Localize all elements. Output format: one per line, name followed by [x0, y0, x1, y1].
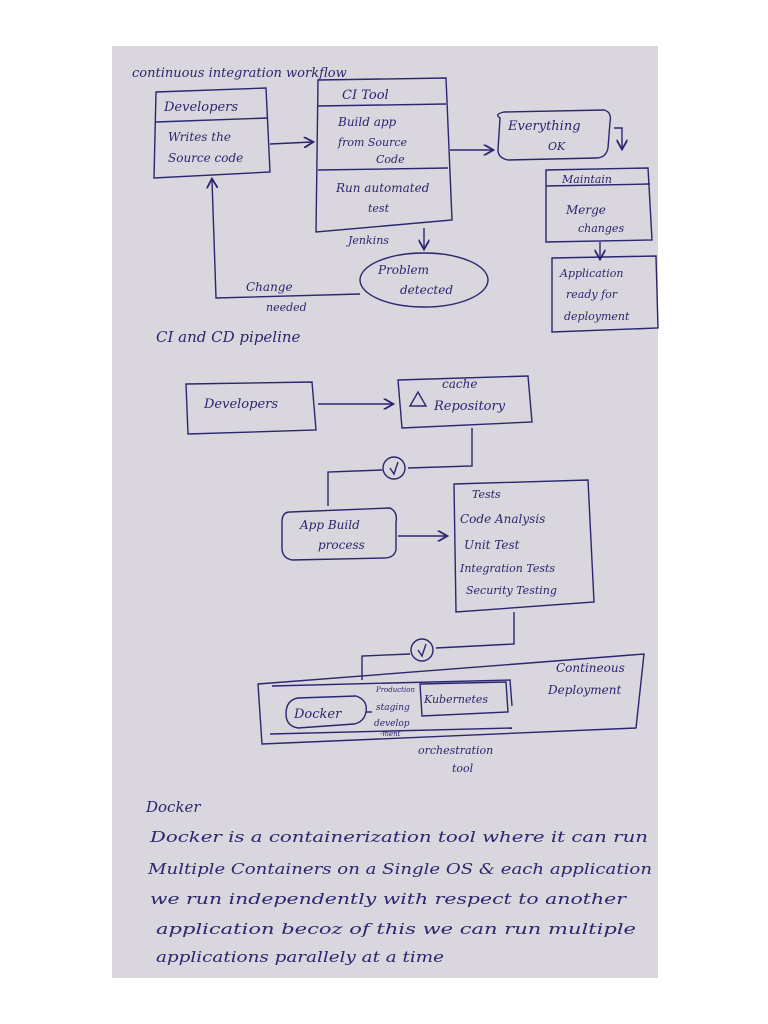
everything-ok-line2: OK: [548, 140, 566, 153]
deployment-inner-frame: [271, 679, 513, 707]
application-ready-box: Application ready for deployment: [551, 255, 659, 333]
connector-to-deployment: [361, 653, 411, 680]
tests-item-code-analysis: Code Analysis: [460, 512, 545, 526]
app-build-box: App Build process: [281, 507, 398, 561]
stages-list: Production staging develop -ment: [374, 686, 415, 738]
ci-build-line2: from Source: [337, 136, 408, 149]
orchestration-line1: orchestration: [418, 744, 493, 757]
deployment-baseline: [269, 727, 513, 735]
problem-detected-node: Problem detected: [359, 252, 489, 308]
docker-heading: Docker: [145, 798, 201, 816]
change-line2: needed: [266, 301, 307, 314]
app-build-line1: App Build: [299, 518, 360, 532]
merge-box: Maintain Merge changes: [545, 167, 653, 243]
checkpoint-circle-2: [410, 638, 434, 662]
arrow-problem-to-developers: [212, 180, 361, 299]
tests-item-security: Security Testing: [466, 584, 557, 597]
pipeline-title: CI and CD pipeline: [156, 328, 301, 346]
workflow-title: continuous integration workflow: [132, 66, 347, 81]
check-icon: [389, 461, 399, 476]
ready-line1: Application: [559, 267, 623, 280]
docker-node: Docker: [285, 695, 367, 729]
check-icon: [417, 643, 427, 658]
pipeline-developers-label: Developers: [203, 397, 278, 412]
connector-tests-to-merge: [435, 612, 515, 649]
ci-tool-box: CI Tool Build app from Source Code Run a…: [315, 77, 453, 233]
ci-test-line1: Run automated: [335, 181, 430, 195]
arrow-ok-to-maintain: [614, 127, 622, 148]
tests-item-integration: Integration Tests: [459, 562, 555, 575]
orchestration-line2: tool: [452, 762, 474, 775]
tests-box: Tests Code Analysis Unit Test Integratio…: [453, 479, 595, 613]
connector-repo-to-merge: [407, 428, 473, 469]
docker-note-line-2: Multiple Containers on a Single OS & eac…: [147, 860, 652, 878]
arrow-dev-to-ci: [269, 142, 312, 144]
developers-box-line1: Writes the: [168, 130, 231, 144]
stage-staging: staging: [376, 703, 410, 713]
cache-line1: cache: [442, 377, 477, 391]
cd-line2: Deployment: [547, 683, 621, 697]
problem-line2: detected: [400, 283, 453, 297]
docker-label: Docker: [293, 707, 342, 722]
stage-develop-suffix: -ment: [380, 730, 401, 738]
everything-ok-box: Everything OK: [497, 109, 612, 161]
docker-note-line-4: application becoz of this we can run mul…: [156, 920, 636, 938]
tests-heading: Tests: [472, 488, 501, 501]
ci-test-line2: test: [368, 202, 390, 215]
deployment-outer-box: [257, 653, 645, 745]
stage-production: Production: [375, 686, 415, 694]
cache-line2: Repository: [433, 399, 506, 414]
ready-line3: deployment: [564, 310, 630, 323]
jenkins-label: Jenkins: [346, 234, 389, 247]
developers-box: Developers Writes the Source code: [153, 87, 271, 179]
change-line1: Change: [246, 280, 293, 294]
notebook-page: [112, 46, 658, 978]
cd-line1: Contineous: [556, 661, 625, 675]
kubernetes-label: Kubernetes: [423, 693, 488, 706]
cache-repository-box: cache Repository: [397, 375, 533, 429]
ci-tool-title: CI Tool: [342, 88, 389, 103]
tests-item-unit-test: Unit Test: [464, 538, 520, 552]
merge-line2: changes: [578, 222, 624, 235]
stage-develop: develop: [374, 719, 410, 729]
docker-note-line-5: applications parallely at a time: [156, 948, 444, 966]
ci-build-line1: Build app: [337, 115, 397, 129]
everything-ok-line1: Everything: [507, 119, 581, 134]
developers-box-title: Developers: [163, 100, 238, 115]
ready-line2: ready for: [566, 288, 618, 301]
docker-note-line-3: we run independently with respect to ano…: [150, 890, 627, 908]
kubernetes-box: Kubernetes: [419, 681, 509, 717]
problem-line1: Problem: [377, 263, 429, 277]
docker-note-line-1: Docker is a containerization tool where …: [149, 828, 648, 846]
pipeline-developers-box: Developers: [185, 381, 317, 435]
checkpoint-circle-1: [382, 456, 406, 480]
app-build-line2: process: [318, 538, 365, 552]
developers-box-line2: Source code: [168, 151, 243, 165]
connector-to-build: [327, 469, 383, 506]
merge-line1: Merge: [565, 203, 606, 217]
maintain-label: Maintain: [561, 173, 612, 186]
ci-build-line3: Code: [376, 153, 405, 166]
